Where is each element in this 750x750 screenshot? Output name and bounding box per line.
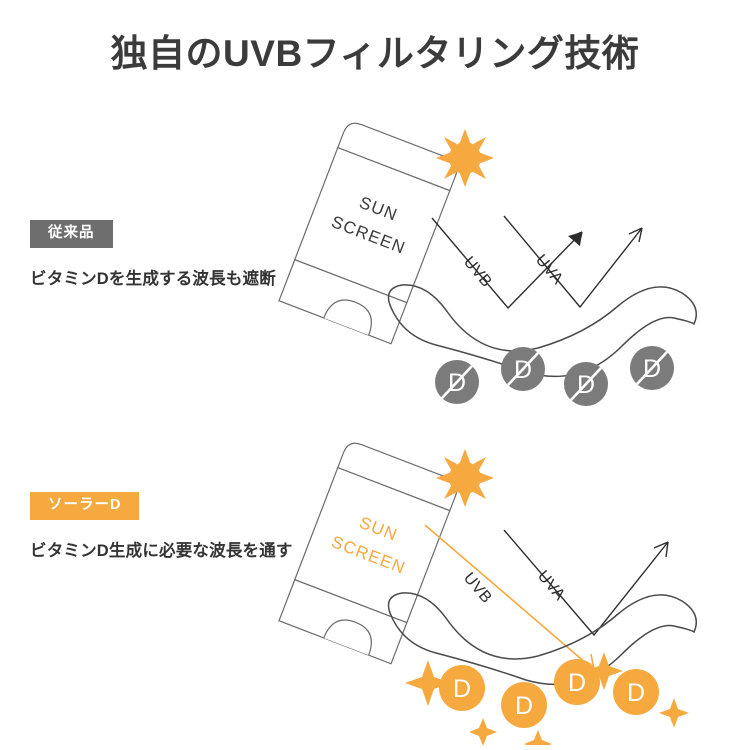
sun-icon <box>436 129 494 187</box>
vitamin-d-blocked: D <box>501 347 545 391</box>
skin-wave-conventional <box>387 284 697 378</box>
conventional-text-column: 従来品 ビタミンDを生成する波長も遮断 <box>30 220 330 289</box>
vitamin-d-active: D <box>554 659 600 705</box>
vitamin-d-active: D <box>501 682 547 728</box>
sparkle-icon <box>405 660 451 706</box>
sunscreen-tube-conventional: SUN SCREEN <box>278 122 458 345</box>
vitamin-d-letter: D <box>515 692 533 720</box>
sparkle-icon <box>585 652 623 690</box>
badge-conventional: 従来品 <box>30 220 113 248</box>
skin-wave-solar-d <box>387 592 697 686</box>
diagram-conventional: SUN SCREEN <box>250 110 750 420</box>
vitamin-d-group-solar-d: D D D D <box>405 652 689 745</box>
ray-label-uvb-solar-d: UVB <box>460 570 495 607</box>
vitamin-d-active: D <box>613 669 659 715</box>
page-title: 独自のUVBフィルタリング技術 <box>110 33 640 74</box>
badge-solar-d: ソーラーD <box>30 492 140 520</box>
sun-icon <box>436 449 494 507</box>
vitamin-d-letter: D <box>453 675 471 703</box>
caption-solar-d: ビタミンD生成に必要な波長を通す <box>30 541 293 560</box>
vitamin-d-active: D <box>439 665 485 711</box>
vitamin-d-blocked: D <box>564 362 608 406</box>
diagram-solar-d: SUN SCREEN <box>250 430 750 745</box>
ray-uvb-solar-d: UVB <box>424 524 595 671</box>
ray-label-uvb-conventional: UVB <box>460 254 495 291</box>
section-solar-d: ソーラーD ビタミンD生成に必要な波長を通す SUN SCREEN <box>0 430 750 745</box>
caption-conventional: ビタミンDを生成する波長も遮断 <box>30 269 276 288</box>
vitamin-d-blocked: D <box>630 346 674 390</box>
ray-uva-solar-d: UVA <box>503 529 669 637</box>
sparkle-icon <box>659 698 689 728</box>
sparkle-icon <box>469 718 497 745</box>
vitamin-d-letter: D <box>627 679 645 707</box>
solar-d-text-column: ソーラーD ビタミンD生成に必要な波長を通す <box>30 492 330 561</box>
vitamin-d-letter: D <box>568 669 586 697</box>
ray-uvb-conventional: UVB <box>431 217 583 310</box>
vitamin-d-blocked: D <box>435 360 479 404</box>
ray-label-uva-conventional: UVA <box>532 252 566 288</box>
section-conventional: 従来品 ビタミンDを生成する波長も遮断 SUN SCREEN <box>0 110 750 420</box>
sparkle-icon <box>524 730 552 745</box>
sunscreen-tube-solar-d: SUN SCREEN <box>278 442 458 665</box>
vitamin-d-group-conventional: D D D D <box>435 346 674 406</box>
ray-uva-conventional: UVA <box>503 215 643 309</box>
